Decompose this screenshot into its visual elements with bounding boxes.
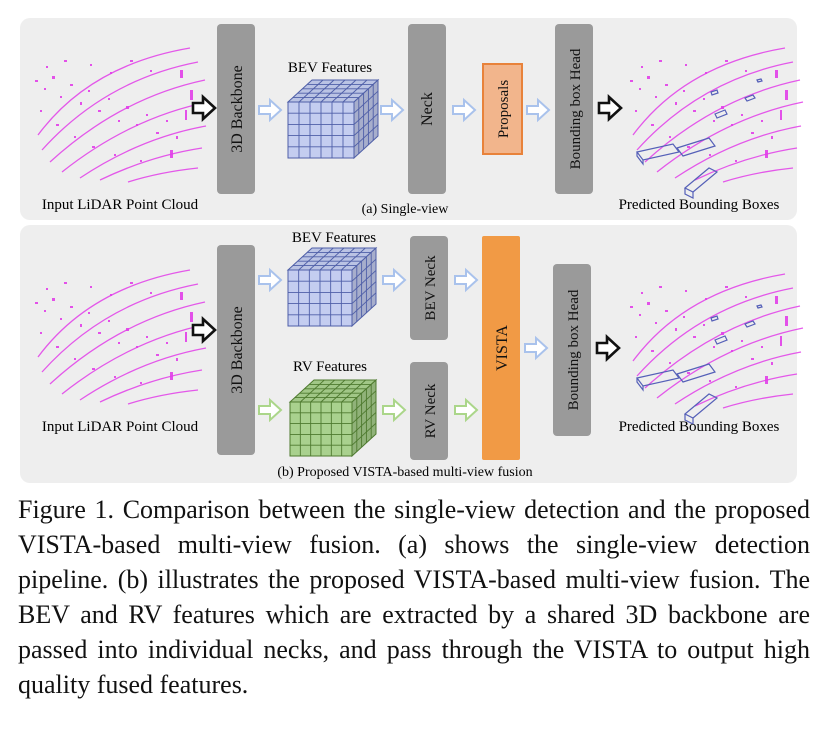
panel-b-bev-neck-block [410, 236, 448, 340]
panel-a-neck-label: Neck [419, 92, 436, 126]
panel-b-rv-cube [288, 378, 378, 458]
panel-a-backbone-block [217, 24, 255, 194]
panel-a-input-label: Input LiDAR Point Cloud [42, 197, 199, 213]
panel-b-backbone-label: 3D Backbone [229, 306, 246, 394]
panel-b-sublabel: (b) Proposed VISTA-based multi-view fusi… [277, 465, 532, 480]
panel-b-backbone-block [217, 245, 255, 455]
panel-a-head-block [555, 24, 593, 194]
panel-a-bev-cube [286, 78, 380, 160]
panel-b-input-label: Input LiDAR Point Cloud [42, 419, 199, 435]
panel-a-backbone-label: 3D Backbone [229, 65, 246, 153]
panel-a-feature-label: BEV Features [288, 60, 372, 76]
panel-a-proposals-block [482, 63, 523, 155]
panel-b-rv-neck-block [410, 362, 448, 460]
panel-a-neck-block [408, 24, 446, 194]
panel-a-proposals-label: Proposals [496, 80, 512, 139]
panel-b-vista-block [482, 236, 520, 460]
panel-b-rv-feature-label: RV Features [293, 359, 367, 375]
panel-a-head-label: Bounding box Head [568, 48, 584, 169]
panel-b-rv-neck-label: RV Neck [423, 383, 439, 438]
panel-b-bev-cube [286, 246, 378, 328]
panel-b-bev-neck-label: BEV Neck [423, 255, 439, 321]
panel-a-sublabel: (a) Single-view [362, 202, 450, 217]
panel-b-bev-feature-label: BEV Features [292, 230, 376, 246]
panel-b-background [20, 225, 797, 483]
panel-a-output-label: Predicted Bounding Boxes [619, 197, 780, 213]
panel-b-head-label: Bounding box Head [566, 289, 582, 410]
panel-b-output-label: Predicted Bounding Boxes [619, 419, 780, 435]
figure-caption: Figure 1. Comparison between the single-… [18, 495, 810, 699]
panel-b-head-block [553, 264, 591, 436]
figure-diagram: Input LiDAR Point Cloud 3D Backbone BEV … [20, 18, 804, 483]
panel-b-vista-label: VISTA [494, 325, 511, 371]
